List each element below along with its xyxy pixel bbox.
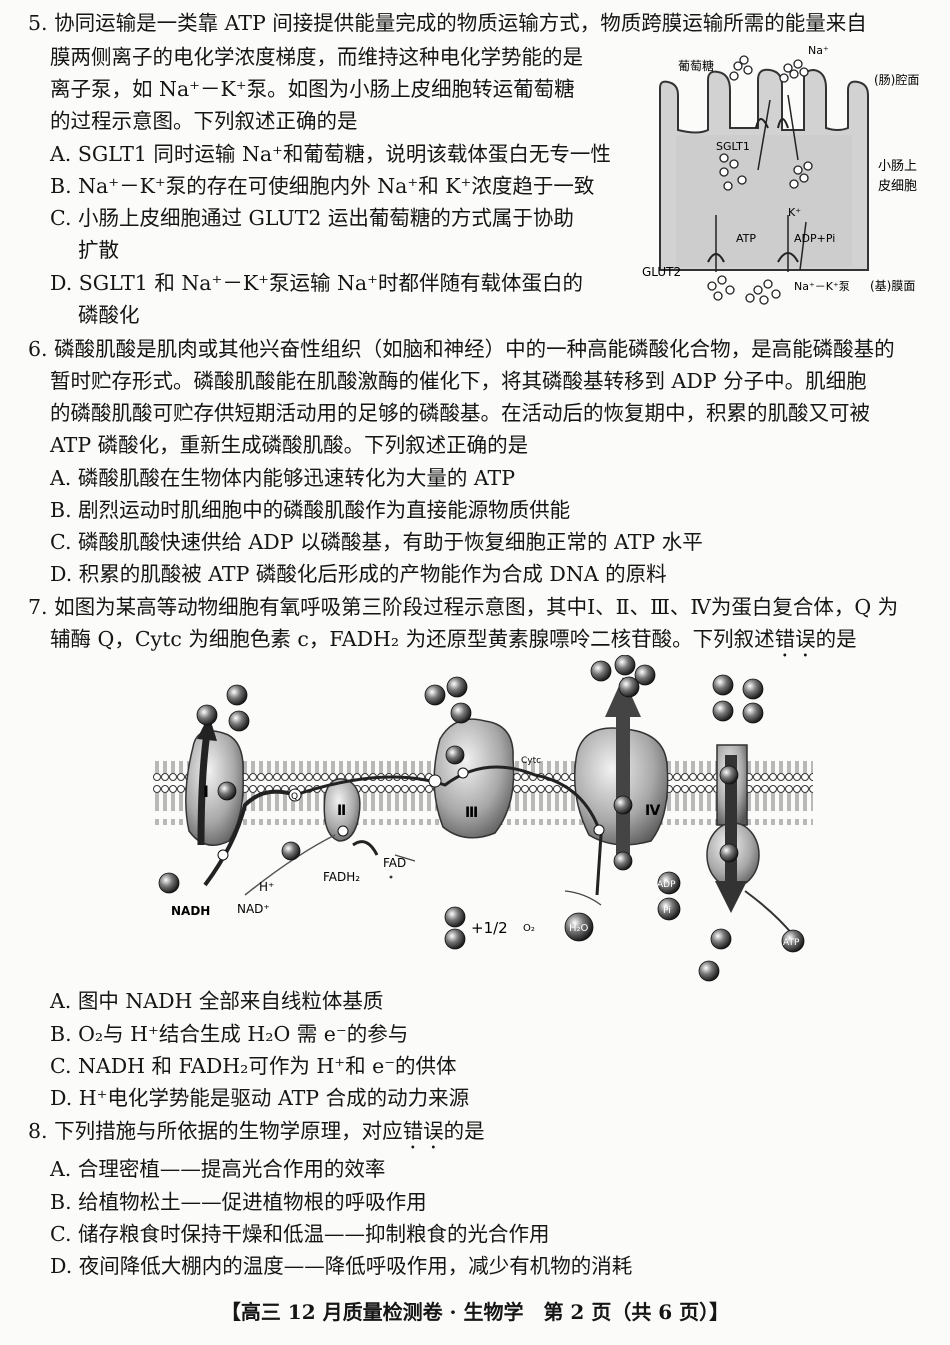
q8-option-a: A. 合理密植——提高光合作用的效率 xyxy=(50,1157,386,1181)
q5-stem-line1: 5. 协同运输是一类靠 ATP 间接提供能量完成的物质运输方式，物质跨膜运输所需… xyxy=(28,11,867,35)
q5-option-c: C. 小肠上皮细胞通过 GLUT2 运出葡萄糖的方式属于协助 xyxy=(50,206,574,230)
fig5-label-na: Na⁺ xyxy=(808,44,829,57)
fig7-label-adp: ADP xyxy=(657,880,676,890)
q7-option-a: A. 图中 NADH 全部来自线粒体基质 xyxy=(50,989,384,1013)
q6-stem-line2: 暂时贮存形式。磷酸肌酸能在肌酸激酶的催化下，将其磷酸基转移到 ADP 分子中。肌… xyxy=(50,369,867,393)
fig7-label-pi: Pi xyxy=(663,906,671,916)
fig5-label-cell1: 小肠上 xyxy=(878,159,917,174)
q5-option-d-cont: 磷酸化 xyxy=(78,303,140,327)
q5-stem-line2: 膜两侧离子的电化学浓度梯度，而维持这种电化学势能的是 xyxy=(50,45,583,69)
fig5-label-basal: (基)膜面 xyxy=(870,279,915,293)
q5-option-d: D. SGLT1 和 Na⁺－K⁺泵运输 Na⁺时都伴随有载体蛋白的 xyxy=(50,271,583,295)
q8-option-c: C. 储存粮食时保持干燥和低温——抑制粮食的光合作用 xyxy=(50,1222,550,1246)
q6-option-d: D. 积累的肌酸被 ATP 磷酸化后形成的产物能作为合成 DNA 的原料 xyxy=(50,562,667,586)
q5-option-b: B. Na⁺－K⁺泵的存在可使细胞内外 Na⁺和 K⁺浓度趋于一致 xyxy=(50,174,595,198)
fig7-label-complex4: Ⅳ xyxy=(645,803,661,819)
q5-stem-line4: 的过程示意图。下列叙述正确的是 xyxy=(50,109,358,133)
fig7-label-fadh2: FADH₂ xyxy=(323,870,360,884)
q7-figure-electron-transport-chain: Ⅰ Ⅱ Ⅲ Ⅳ Q Cytc NADH H⁺ NAD⁺ FADH₂ FAD +1… xyxy=(153,655,813,982)
fig7-label-q: Q xyxy=(291,792,298,802)
q7-stem-line1: 7. 如图为某高等动物细胞有氧呼吸第三阶段过程示意图，其中Ⅰ、Ⅱ、Ⅲ、Ⅳ为蛋白复… xyxy=(28,595,899,619)
fig5-label-sglt1: SGLT1 xyxy=(716,140,750,153)
fig7-label-fad: FAD xyxy=(383,856,406,870)
q8-option-d: D. 夜间降低大棚内的温度——降低呼吸作用，减少有机物的消耗 xyxy=(50,1254,633,1278)
fig5-label-lumen: (肠)腔面 xyxy=(874,72,919,87)
q5-option-c-cont: 扩散 xyxy=(78,238,119,262)
fig7-label-o2: O₂ xyxy=(523,923,535,934)
fig7-label-nadplus: NAD⁺ xyxy=(237,902,270,916)
q6-stem-line1: 6. 磷酸肌酸是肌肉或其他兴奋性组织（如脑和神经）中的一种高能磷酸化合物，是高能… xyxy=(28,337,895,361)
q5-stem-line3: 离子泵，如 Na⁺－K⁺泵。如图为小肠上皮细胞转运葡萄糖 xyxy=(50,77,575,101)
fig7-label-nadh: NADH xyxy=(171,904,210,918)
fig5-label-glucose: 葡萄糖 xyxy=(678,58,714,73)
q8-option-b: B. 给植物松土——促进植物根的呼吸作用 xyxy=(50,1190,427,1214)
q6-stem-line3: 的磷酸肌酸可贮存供短期活动用的足够的磷酸基。在活动后的恢复期中，积累的肌酸又可被 xyxy=(50,401,870,425)
q7-stem-line2: 辅酶 Q，Cytc 为细胞色素 c，FADH₂ 为还原型黄素腺嘌呤二核苷酸。下列… xyxy=(50,627,857,651)
fig7-label-o2-expr: +1/2 xyxy=(471,919,508,937)
q5-figure-intestinal-cell: 葡萄糖 Na⁺ (肠)腔面 小肠上 皮细胞 SGLT1 K⁺ ATP ADP+P… xyxy=(642,44,919,305)
fig5-label-pump: Na⁺－K⁺泵 xyxy=(794,280,850,293)
q7-option-c: C. NADH 和 FADH₂可作为 H⁺和 e⁻的供体 xyxy=(50,1054,457,1078)
q7-option-b: B. O₂与 H⁺结合生成 H₂O 需 e⁻的参与 xyxy=(50,1022,409,1046)
fig7-label-complex1: Ⅰ xyxy=(203,782,209,801)
fig7-label-cytc: Cytc xyxy=(521,756,541,766)
fig5-label-cell2: 皮细胞 xyxy=(878,179,917,194)
fig7-label-hplus: H⁺ xyxy=(259,880,274,894)
q8-stem: 8. 下列措施与所依据的生物学原理，对应错误的是 xyxy=(28,1119,485,1143)
fig7-label-atp: ATP xyxy=(783,938,800,948)
q6-stem-line4: ATP 磷酸化，重新生成磷酸肌酸。下列叙述正确的是 xyxy=(50,433,529,457)
fig7-label-complex2: Ⅱ xyxy=(337,803,346,819)
q5-option-a: A. SGLT1 同时运输 Na⁺和葡萄糖，说明该载体蛋白无专一性 xyxy=(50,142,611,166)
fig5-label-adp: ADP+Pi xyxy=(794,232,835,245)
q6-option-a: A. 磷酸肌酸在生物体内能够迅速转化为大量的 ATP xyxy=(50,466,516,490)
q7-option-d: D. H⁺电化学势能是驱动 ATP 合成的动力来源 xyxy=(50,1086,470,1110)
fig7-label-complex3: Ⅲ xyxy=(465,805,478,821)
fig5-label-glut2: GLUT2 xyxy=(642,265,681,279)
fig5-label-atp: ATP xyxy=(736,232,756,245)
q6-option-c: C. 磷酸肌酸快速供给 ADP 以磷酸基，有助于恢复细胞正常的 ATP 水平 xyxy=(50,530,703,554)
fig5-label-k: K⁺ xyxy=(788,206,801,219)
q6-option-b: B. 剧烈运动时肌细胞中的磷酸肌酸作为直接能源物质供能 xyxy=(50,498,571,522)
fig7-label-h2o: H₂O xyxy=(569,923,589,934)
page-footer: 【高三 12 月质量检测卷 · 生物学 第 2 页（共 6 页）】 xyxy=(220,1300,730,1324)
